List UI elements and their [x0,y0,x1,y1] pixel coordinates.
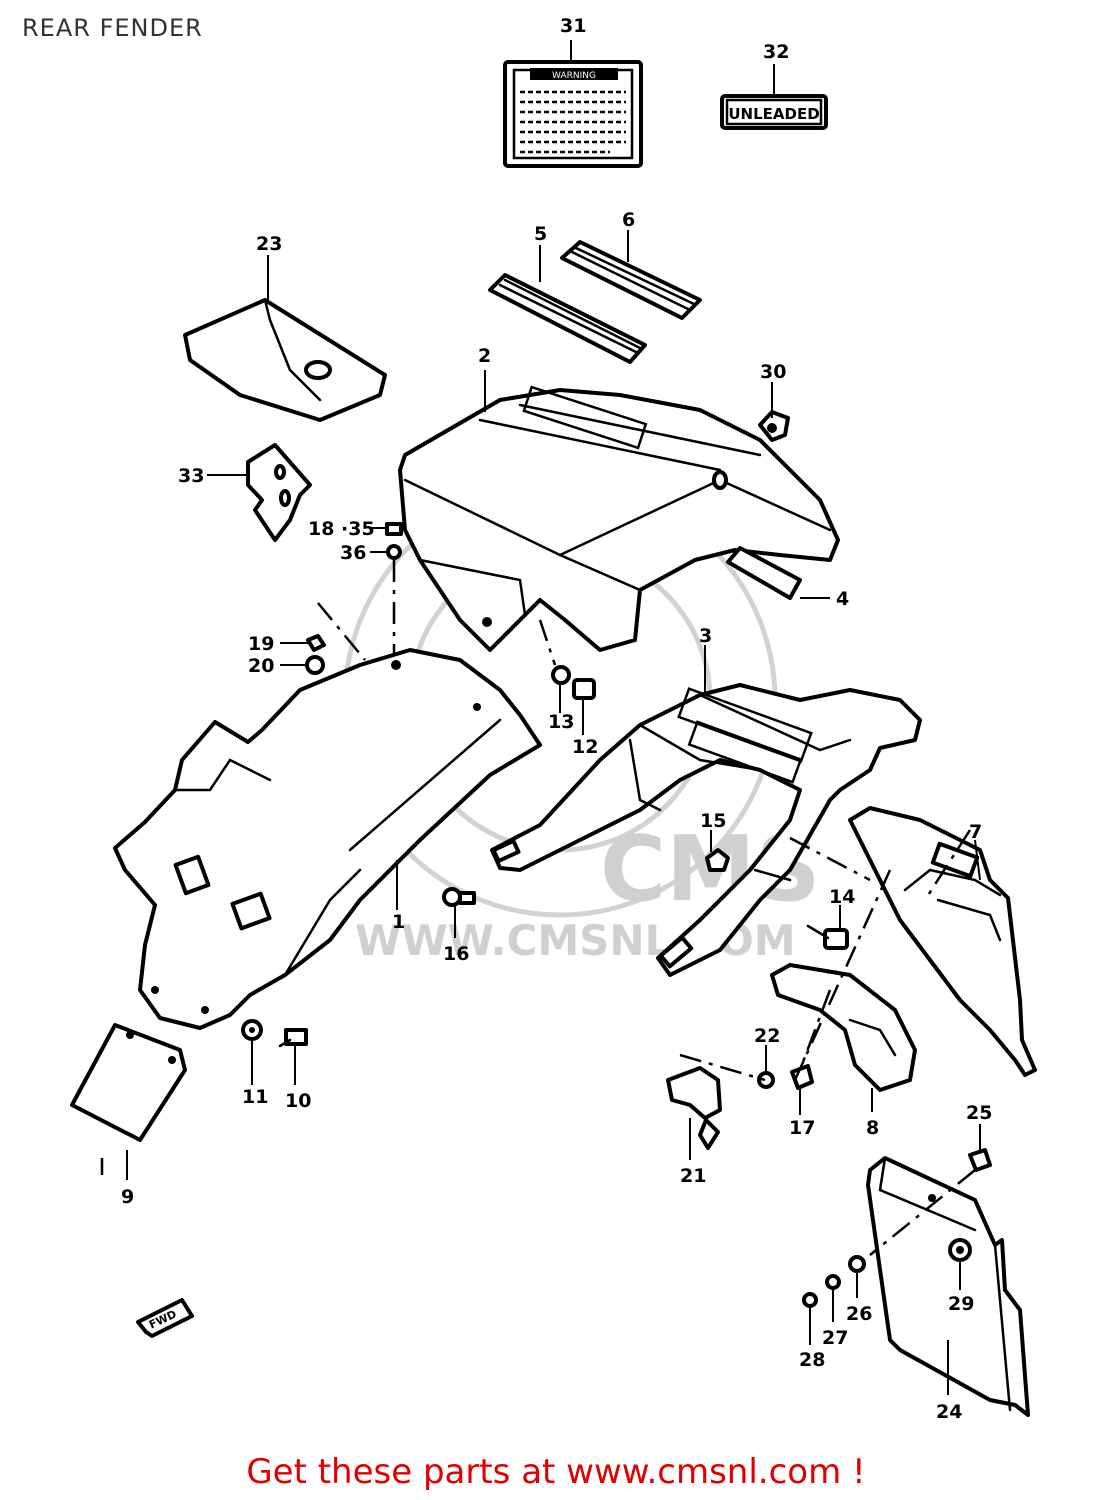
part-6-rubber-strip[interactable] [560,240,702,320]
footer-link[interactable]: Get these parts at www.cmsnl.com ! [246,1452,866,1492]
part-2-tail-cover[interactable] [398,385,840,652]
callout-32: 32 [763,41,789,63]
callout-28: 28 [799,1349,825,1371]
callout-27: 27 [822,1327,848,1349]
callout-25: 25 [966,1102,992,1124]
callout-3: 3 [699,625,712,647]
part-14-bolt[interactable] [806,924,849,950]
part-30-grommet[interactable] [758,410,790,442]
callout-22: 22 [754,1025,780,1047]
part-19-nut[interactable] [306,634,326,652]
callout-10: 10 [285,1090,311,1112]
part-13-nut[interactable] [551,665,571,685]
callout-20: 20 [248,655,274,677]
part-7-lower-fender[interactable] [848,806,1037,1077]
part-32-unleaded-label[interactable]: UNLEADED [720,94,828,130]
part-21-clamp[interactable] [666,1066,722,1150]
callouts: 31 32 23 5 6 2 30 4 33 18 ·35 36 19 20 3… [121,15,992,1423]
callout-13: 13 [548,711,574,733]
callout-14: 14 [829,886,855,908]
part-11-washer[interactable] [241,1019,263,1041]
callout-6: 6 [622,209,635,231]
callout-33: 33 [178,465,204,487]
part-4-pad[interactable] [726,546,802,600]
part-33-bracket[interactable] [246,443,312,542]
part-16-bolt[interactable] [442,887,476,907]
part-17-bolt[interactable] [790,1064,814,1090]
callout-26: 26 [846,1303,872,1325]
part-8-bracket[interactable] [770,963,917,1092]
callout-24: 24 [936,1401,962,1423]
callout-9: 9 [121,1186,134,1208]
callout-2: 2 [478,345,491,367]
part-25-bolt[interactable] [968,1148,992,1172]
warning-label-text: WARNING [552,71,596,81]
part-18-bolt[interactable] [385,522,403,560]
parts-diagram: CMS WWW.CMSNL.COM WARNING UNLEADED [70,15,1037,1423]
callout-7: 7 [969,821,982,843]
part-1-rear-fender[interactable] [113,648,542,1030]
assembly-lines [100,560,976,1256]
callout-17: 17 [789,1117,815,1139]
callout-4: 4 [836,588,849,610]
fwd-arrow-icon: FWD [136,1298,194,1338]
callout-12: 12 [572,736,598,758]
callout-29: 29 [948,1293,974,1315]
callout-19: 19 [248,633,274,655]
callout-23: 23 [256,233,282,255]
part-26-washer[interactable] [848,1255,866,1273]
page-title: REAR FENDER [22,14,203,42]
part-15-collar[interactable] [705,848,730,872]
part-28-nut[interactable] [802,1292,818,1308]
callout-18-35: 18 ·35 [308,518,375,540]
part-31-warning-label[interactable]: WARNING [503,60,643,168]
callout-21: 21 [680,1165,706,1187]
part-3-carrier-frame[interactable] [490,683,922,977]
callout-30: 30 [760,361,786,383]
part-24-plate-holder[interactable] [866,1156,1030,1417]
callout-31: 31 [560,15,586,37]
part-10-bolt[interactable] [278,1028,308,1048]
callout-36: 36 [340,542,366,564]
callout-16: 16 [443,943,469,965]
callout-5: 5 [534,223,547,245]
part-29-grommet[interactable] [948,1238,972,1262]
part-9-mudflap[interactable] [70,1023,187,1142]
callout-15: 15 [700,810,726,832]
part-12-bolt[interactable] [572,678,596,700]
part-20-washer[interactable] [305,655,325,675]
leader-lines [126,40,981,1395]
callout-8: 8 [866,1117,879,1139]
part-27-washer[interactable] [825,1274,841,1290]
unleaded-label-text: UNLEADED [728,105,819,123]
part-23-cover[interactable] [183,298,387,422]
callout-11: 11 [242,1086,268,1108]
callout-1: 1 [392,911,405,933]
part-5-rubber-strip[interactable] [488,273,647,364]
